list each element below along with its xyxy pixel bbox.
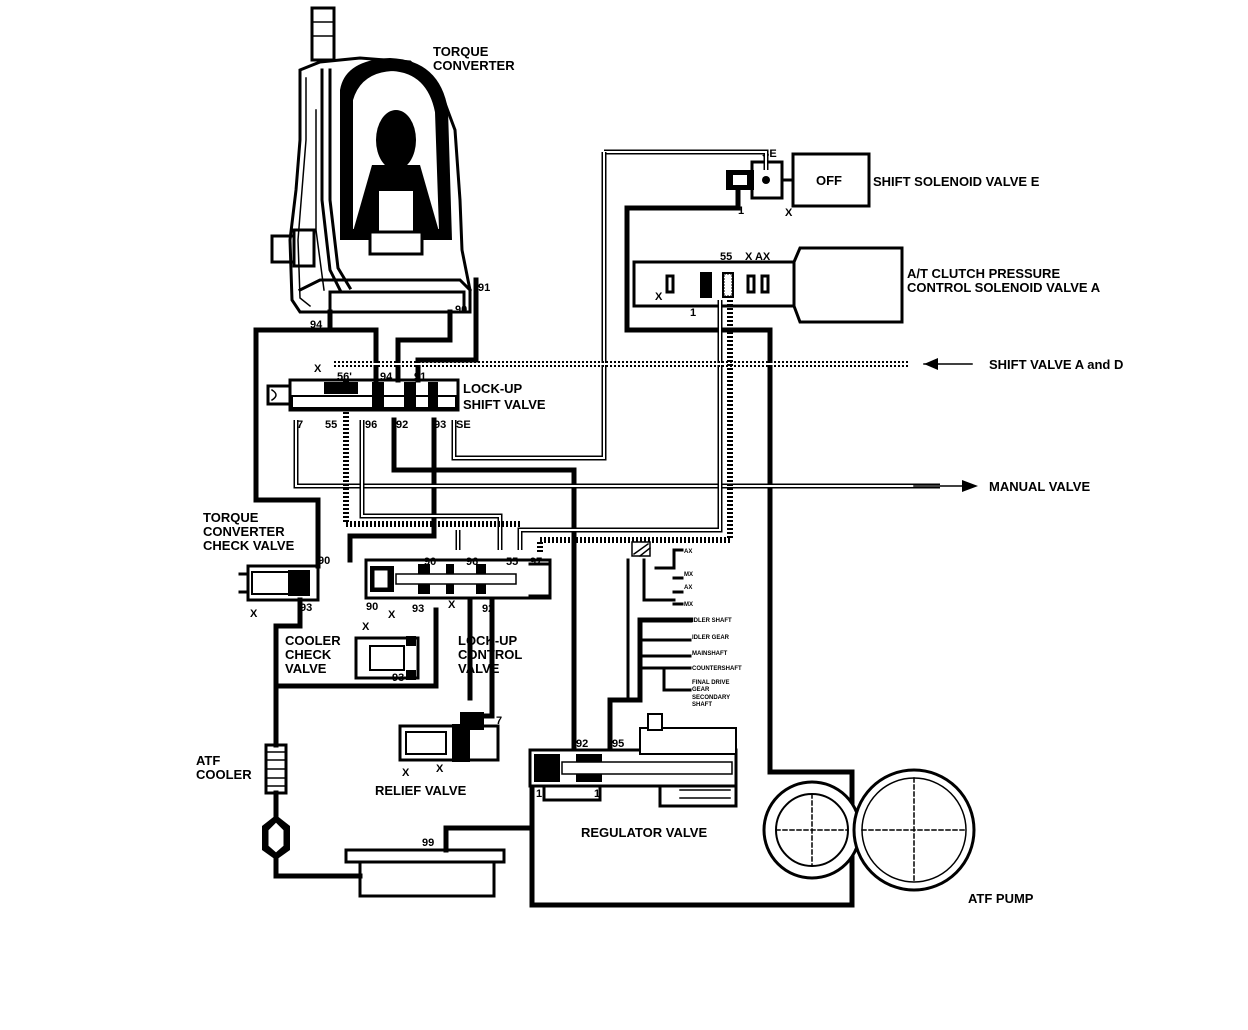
lube-idler-gear: IDLER GEAR xyxy=(692,635,730,641)
label-relief-valve: RELIEF VALVE xyxy=(375,783,467,798)
lube-mx-2: MX xyxy=(684,602,693,608)
regulator-valve: REGULATOR VALVE 92 95 1 1 xyxy=(528,713,738,840)
port-91-tc: 91 xyxy=(478,282,490,294)
solenoid-state-text: OFF xyxy=(816,173,842,188)
port-91-lockup: 91 xyxy=(414,371,426,383)
lockup-control-valve: 90 96 55 97 90 93 92 X X LOCK-UP CONTROL… xyxy=(364,556,552,676)
fluid-lines xyxy=(253,187,855,908)
port-90-tc: 90 xyxy=(455,304,467,316)
torque-converter: TORQUE CONVERTER xyxy=(270,6,515,314)
double-lines xyxy=(293,149,940,550)
port-x-relief-1: X xyxy=(402,767,410,779)
port-90-lockupctrl-b: 90 xyxy=(366,601,378,613)
label-atf-pump: ATF PUMP xyxy=(968,891,1034,906)
label-cooler-check-3: VALVE xyxy=(285,661,327,676)
port-90-tccheck: 90 xyxy=(318,555,330,567)
port-96-lockupctrl: 96 xyxy=(466,556,478,568)
label-clutch-pressure-solenoid-2: CONTROL SOLENOID VALVE A xyxy=(907,280,1101,295)
clutch-pressure-solenoid-a: A/T CLUTCH PRESSURE CONTROL SOLENOID VAL… xyxy=(632,246,1101,324)
port-97-lockupctrl: 97 xyxy=(530,556,542,568)
port-95-relief: 95 xyxy=(463,715,475,727)
port-92-lockup: 92 xyxy=(396,419,408,431)
tc-check-valve: TORQUE CONVERTER CHECK VALVE 90 93 X xyxy=(203,510,330,620)
port-94-lockup: 94 xyxy=(380,371,393,383)
shift-solenoid-valve-e: OFF SHIFT SOLENOID VALVE E SE 1 X xyxy=(726,148,1040,219)
port-92-lockupctrl: 92 xyxy=(482,603,494,615)
lube-mainshaft: MAINSHAFT xyxy=(692,651,728,657)
port-99: 99 xyxy=(422,837,434,849)
lube-secondary-2: SHAFT xyxy=(692,702,712,708)
port-93-lockup: 93 xyxy=(434,419,446,431)
lockup-shift-valve: LOCK-UP SHIFT VALVE X 56' 94 91 7 55 96 … xyxy=(266,363,546,431)
lubrication-points: AX MX AX MX IDLER SHAFT IDLER GEAR MAINS… xyxy=(631,541,742,708)
lube-countershaft: COUNTERSHAFT xyxy=(692,666,742,672)
port-7-lockup: 7 xyxy=(297,419,303,431)
label-atf-cooler-2: COOLER xyxy=(196,767,252,782)
label-torque-converter-2: CONVERTER xyxy=(433,58,515,73)
label-lockup-control-2: CONTROL xyxy=(458,647,522,662)
port-x-cooler: X xyxy=(362,621,370,633)
arrow-manual-valve: MANUAL VALVE xyxy=(913,479,1090,494)
atf-reservoir: 99 xyxy=(344,837,506,898)
port-55-lockup: 55 xyxy=(325,419,337,431)
lube-final-drive-1: FINAL DRIVE xyxy=(692,680,730,686)
port-1-regulator-b: 1 xyxy=(594,788,600,800)
label-regulator-valve: REGULATOR VALVE xyxy=(581,825,707,840)
label-cooler-check-1: COOLER xyxy=(285,633,341,648)
label-tc-check-2: CONVERTER xyxy=(203,524,285,539)
port-7-relief: 7 xyxy=(496,715,502,727)
label-shift-valve-ad: SHIFT VALVE A and D xyxy=(989,357,1123,372)
cooler-check-valve: COOLER CHECK VALVE X 93 xyxy=(285,621,420,684)
port-x-lockup: X xyxy=(314,363,322,375)
port-55-solenoid: 55 xyxy=(720,251,732,263)
port-56p: 56' xyxy=(337,371,352,383)
lube-final-drive-2: GEAR xyxy=(692,687,710,693)
lube-mx-1: MX xyxy=(684,572,693,578)
label-torque-converter-1: TORQUE xyxy=(433,44,489,59)
port-x-lockupctrl-1: X xyxy=(388,609,396,621)
atf-filter xyxy=(262,815,290,860)
label-shift-solenoid-e: SHIFT SOLENOID VALVE E xyxy=(873,174,1040,189)
port-93-lockupctrl: 93 xyxy=(412,603,424,615)
lube-ax-2: AX xyxy=(684,585,692,591)
port-1-solenoid-a: 1 xyxy=(690,307,696,319)
label-lockup-shift-1: LOCK-UP xyxy=(463,381,523,396)
lube-ax-1: AX xyxy=(684,549,692,555)
port-95-regulator: 95 xyxy=(612,738,624,750)
port-x-lockupctrl-2: X xyxy=(448,599,456,611)
label-atf-cooler-1: ATF xyxy=(196,753,220,768)
port-96-lockup: 96 xyxy=(365,419,377,431)
port-1-regulator-a: 1 xyxy=(536,788,542,800)
port-x-tccheck: X xyxy=(250,608,258,620)
label-lockup-control-3: VALVE xyxy=(458,661,500,676)
port-93-cooler: 93 xyxy=(392,672,404,684)
lube-idler-shaft: IDLER SHAFT xyxy=(692,618,732,624)
relief-valve: RELIEF VALVE 95 7 X X xyxy=(375,712,502,798)
label-clutch-pressure-solenoid-1: A/T CLUTCH PRESSURE xyxy=(907,266,1060,281)
lube-secondary-1: SECONDARY xyxy=(692,695,730,701)
port-90-lockupctrl: 90 xyxy=(424,556,436,568)
atf-pump: ATF PUMP xyxy=(762,768,1034,906)
label-lockup-control-1: LOCK-UP xyxy=(458,633,518,648)
label-tc-check-1: TORQUE xyxy=(203,510,259,525)
port-x-solenoid-e: X xyxy=(785,207,793,219)
port-1-solenoid-e: 1 xyxy=(738,205,744,217)
label-lockup-shift-2: SHIFT VALVE xyxy=(463,397,546,412)
port-92-regulator: 92 xyxy=(576,738,588,750)
label-tc-check-3: CHECK VALVE xyxy=(203,538,295,553)
port-x-solenoid-a: X xyxy=(655,291,663,303)
port-x-ax-solenoid: X AX xyxy=(745,251,771,263)
port-93-tccheck: 93 xyxy=(300,602,312,614)
label-cooler-check-2: CHECK xyxy=(285,647,332,662)
port-55-lockupctrl: 55 xyxy=(506,556,518,568)
atf-cooler: ATF COOLER xyxy=(196,743,288,795)
port-x-relief-2: X xyxy=(436,763,444,775)
hatched-lines xyxy=(334,300,910,552)
port-se-lockup: SE xyxy=(456,419,471,431)
label-manual-valve: MANUAL VALVE xyxy=(989,479,1090,494)
tc-label: TORQUE CONVERTER xyxy=(433,44,515,73)
port-94-tc: 94 xyxy=(310,319,323,331)
arrow-shift-valve-ad: SHIFT VALVE A and D xyxy=(923,357,1123,372)
